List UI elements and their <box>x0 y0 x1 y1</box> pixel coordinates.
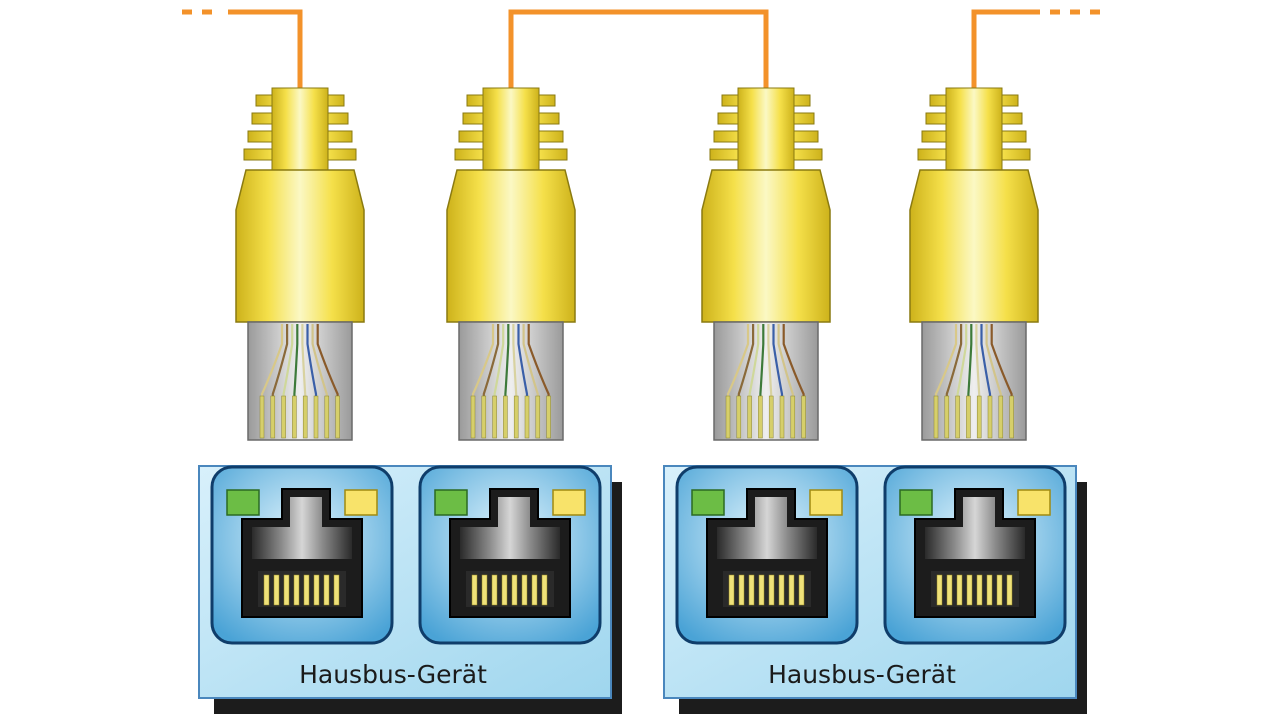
cable-middle-link <box>508 9 769 90</box>
led-green <box>691 489 725 516</box>
led-yellow <box>344 489 378 516</box>
plug-wires <box>726 324 805 438</box>
plug-body <box>701 169 831 323</box>
rj45-plugs <box>235 87 1039 441</box>
rj45-plug <box>909 87 1039 441</box>
device-label: Hausbus-Gerät <box>768 660 956 689</box>
port-4 <box>883 465 1067 645</box>
cable-left-incoming <box>228 9 303 90</box>
rj45-plug <box>701 87 831 441</box>
plug-wires <box>471 324 550 438</box>
plug-body <box>235 169 365 323</box>
led-green <box>899 489 933 516</box>
plug-tip <box>458 321 564 441</box>
jack-contacts <box>931 571 1019 607</box>
port-3 <box>675 465 859 645</box>
led-green <box>434 489 468 516</box>
jack-contacts <box>723 571 811 607</box>
led-green <box>226 489 260 516</box>
jack-contacts <box>466 571 554 607</box>
plug-boot-ribs <box>454 87 568 171</box>
led-yellow <box>1017 489 1051 516</box>
plug-contacts <box>470 395 551 439</box>
plug-tip <box>713 321 819 441</box>
rj45-plug <box>235 87 365 441</box>
plug-contacts <box>259 395 340 439</box>
jack-contacts <box>258 571 346 607</box>
cables <box>176 9 1106 90</box>
plug-body <box>446 169 576 323</box>
plug-boot-ribs <box>917 87 1031 171</box>
device-label: Hausbus-Gerät <box>299 660 487 689</box>
plug-contacts <box>725 395 806 439</box>
plug-body <box>909 169 1039 323</box>
rj45-plug <box>446 87 576 441</box>
device-right: Hausbus-Gerät <box>663 465 1087 714</box>
device-left: Hausbus-Gerät <box>198 465 622 714</box>
plug-tip <box>921 321 1027 441</box>
cable-right-outgoing <box>971 9 1040 90</box>
led-yellow <box>552 489 586 516</box>
plug-tip <box>247 321 353 441</box>
plug-wires <box>934 324 1013 438</box>
led-yellow <box>809 489 843 516</box>
port-1 <box>210 465 394 645</box>
plug-boot-ribs <box>709 87 823 171</box>
plug-contacts <box>933 395 1014 439</box>
port-2 <box>418 465 602 645</box>
plug-boot-ribs <box>243 87 357 171</box>
plug-wires <box>260 324 339 438</box>
